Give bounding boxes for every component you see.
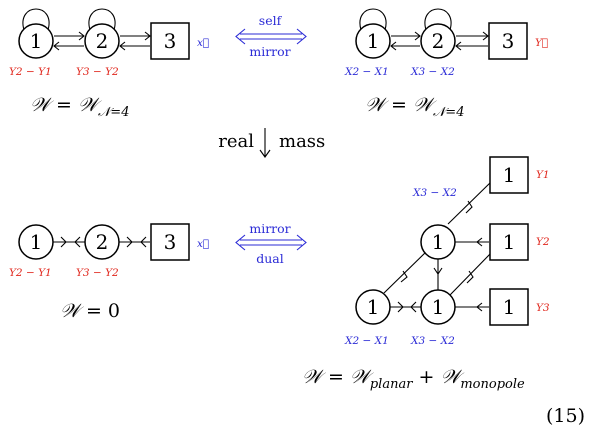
- mass-label: X2 − X1: [344, 66, 389, 78]
- mass-label: Y2 − Y1: [9, 267, 52, 279]
- arrow-head: [476, 237, 483, 247]
- flow-arrow-real-mass: real mass: [218, 128, 325, 158]
- gauge-node-label: 1: [367, 29, 380, 53]
- flavor-node-label: 1: [503, 163, 516, 187]
- transition-label-mirror: mirror: [249, 44, 290, 59]
- superpotential: 𝒲 = 0: [60, 300, 120, 322]
- gauge-node-label: 1: [367, 295, 380, 319]
- arrow-head: [390, 41, 397, 51]
- self-loop: [22, 8, 50, 31]
- flavor-node-label: 3: [164, 29, 177, 53]
- arrow-tail-fork: [60, 236, 67, 248]
- panel-bottom-left: 1 2 3 x⃗ Y2 − Y1 Y3 − Y2 𝒲 = 0: [9, 223, 209, 322]
- gauge-node-label: 1: [30, 230, 43, 254]
- arrow-head: [433, 267, 443, 275]
- duality-arrow-self-mirror: self mirror: [235, 13, 307, 59]
- arrow-head: [400, 270, 408, 283]
- flavor-label: x⃗: [197, 238, 209, 250]
- arrow-head: [259, 149, 271, 158]
- gauge-node: [355, 23, 391, 59]
- transition-label-self: self: [259, 13, 283, 28]
- panel-bottom-right: 1 1 1 1 1 1 Y1 Y2 Y3 X3 − X2 X2 − X1 X3 …: [302, 156, 550, 392]
- mass-label: Y3 − Y2: [76, 267, 119, 279]
- flavor-label: Y3: [536, 302, 550, 314]
- gauge-node: [18, 224, 54, 260]
- arrow-head: [455, 41, 462, 51]
- gauge-node: [420, 289, 456, 325]
- flavor-node: [488, 22, 528, 60]
- superpotential: 𝒲 = 𝒲𝒩=4: [365, 94, 464, 120]
- mass-label: X3 − X2: [410, 66, 455, 78]
- arrow-tail-fork: [397, 301, 404, 313]
- gauge-node: [84, 224, 120, 260]
- arrow-head: [144, 31, 151, 41]
- self-loop: [88, 8, 116, 31]
- arrow-tail-fork: [126, 236, 133, 248]
- panel-top-right: 1 2 3 Y⃗ X2 − X1 X3 − X2 𝒲 = 𝒲𝒩=4: [344, 8, 548, 120]
- flavor-node-label: 1: [503, 295, 516, 319]
- equation-number: (15): [546, 405, 585, 427]
- gauge-node-label: 1: [432, 295, 445, 319]
- duality-arrow-mirror-dual: mirror dual: [235, 221, 307, 266]
- arrow-tail-fork: [140, 236, 147, 248]
- flavor-node: [489, 288, 529, 326]
- gauge-node-label: 1: [432, 230, 445, 254]
- mass-label: Y3 − Y2: [76, 66, 119, 78]
- flavor-label: Y2: [536, 236, 550, 248]
- superpotential: 𝒲 = 𝒲𝒩=4: [30, 94, 129, 120]
- self-loop: [359, 8, 387, 31]
- flavor-label: Y1: [536, 169, 550, 181]
- gauge-node: [84, 23, 120, 59]
- mass-label: X3 − X2: [412, 187, 457, 199]
- gauge-node: [355, 289, 391, 325]
- gauge-node: [420, 224, 456, 260]
- gauge-node-label: 2: [96, 29, 109, 53]
- flavor-node-label: 1: [503, 230, 516, 254]
- flavor-label: x⃗: [197, 37, 209, 49]
- arrow-tail-fork: [74, 236, 81, 248]
- gauge-node: [420, 23, 456, 59]
- gauge-node-label: 1: [30, 29, 43, 53]
- mass-label: Y2 − Y1: [9, 66, 52, 78]
- arrow-head: [78, 31, 85, 41]
- flavor-node-label: 3: [502, 29, 515, 53]
- arrow-head: [465, 200, 473, 214]
- mass-label: X3 − X2: [410, 335, 455, 347]
- arrow-tail-fork: [410, 301, 417, 313]
- transition-label-mass: mass: [279, 131, 325, 152]
- transition-label-dual: dual: [256, 251, 284, 266]
- arrow-head: [476, 302, 483, 312]
- flavor-node: [150, 22, 190, 60]
- flavor-node: [489, 223, 529, 261]
- self-loop: [424, 8, 452, 31]
- gauge-node-label: 2: [432, 29, 445, 53]
- transition-label-real: real: [218, 131, 254, 152]
- transition-label-mirror: mirror: [249, 221, 290, 236]
- arrow-head: [466, 270, 474, 284]
- arrow-head: [482, 31, 489, 41]
- flavor-node: [489, 156, 529, 194]
- arrow-head: [119, 41, 126, 51]
- flavor-node-label: 3: [164, 230, 177, 254]
- gauge-node: [18, 23, 54, 59]
- flavor-label: Y⃗: [535, 37, 548, 49]
- superpotential: 𝒲 = 𝒲planar + 𝒲monopole: [302, 366, 525, 392]
- panel-top-left: 1 2 3 x⃗ Y2 − Y1 Y3 − Y2 𝒲 = 𝒲𝒩=4: [9, 8, 209, 120]
- arrow-head: [414, 31, 421, 41]
- gauge-node-label: 2: [96, 230, 109, 254]
- flavor-node: [150, 223, 190, 261]
- arrow-head: [53, 41, 60, 51]
- mass-label: X2 − X1: [344, 335, 389, 347]
